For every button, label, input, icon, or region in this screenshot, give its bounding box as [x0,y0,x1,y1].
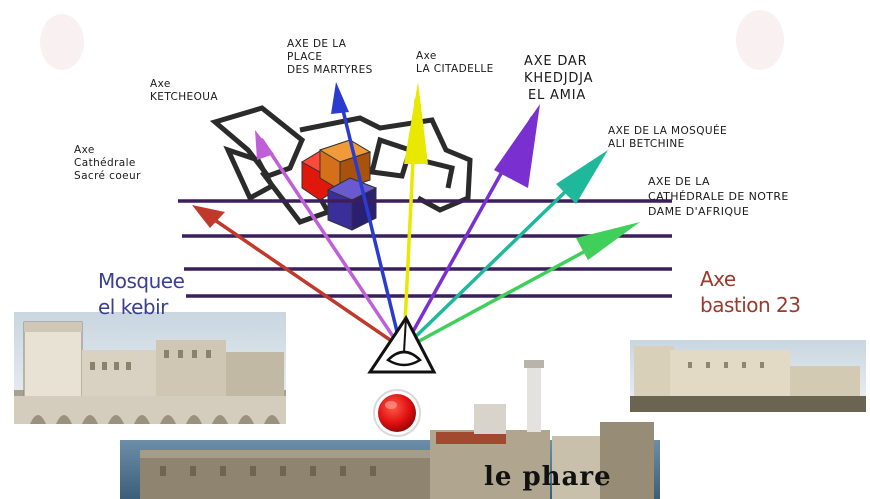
arrow-place-martyres [331,82,402,346]
corner-blotch-right [736,10,784,70]
arrow-ali-betchine [406,150,608,346]
photo-bastion-23 [630,340,866,412]
pyramid-icon [367,315,437,374]
arrow-ketcheoua [255,130,400,346]
arrow-notre-dame [408,222,640,348]
cubes [301,139,378,231]
arrow-citadelle [402,82,428,346]
photo-mosquee-el-kebir [14,312,286,424]
arrow-dar-khedjdja [404,104,540,346]
corner-blotch-left [40,14,84,70]
axis-arrows [192,82,640,348]
sun-icon [373,389,421,437]
photo-panorama-le-phare [120,360,660,499]
arrow-cathedrale-sacre-coeur [192,205,398,346]
caption-le-phare: le phare [484,462,612,492]
